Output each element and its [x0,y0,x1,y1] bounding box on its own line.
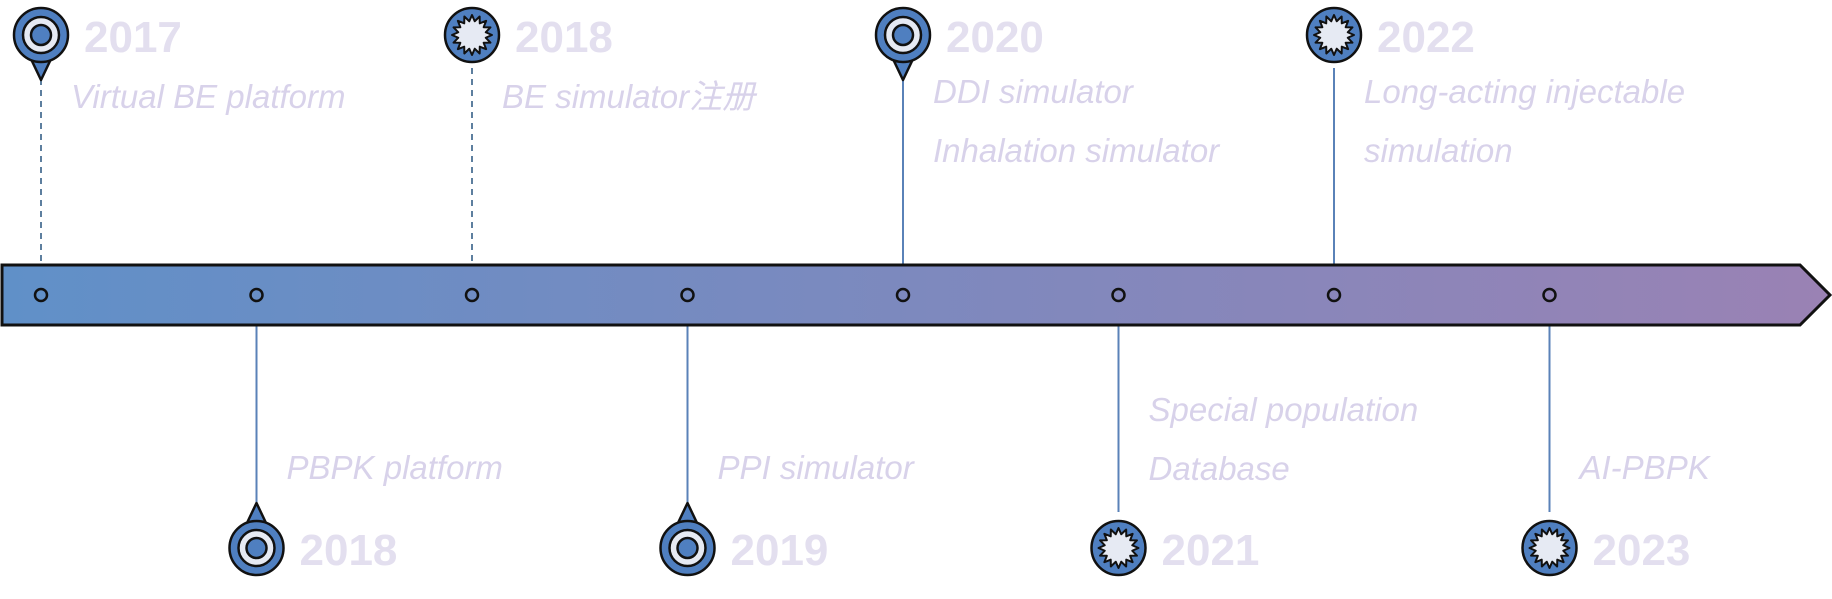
pin-ring-icon [14,8,68,80]
event-year-1: 2018 [300,526,398,575]
event-year-6: 2022 [1377,13,1475,62]
event-label-2-0: BE simulator注册 [502,78,758,115]
pin-ring-icon [230,503,284,575]
pin-ring-icon [876,8,930,80]
badge-star-icon [445,8,499,62]
event-year-7: 2023 [1593,526,1691,575]
event-label-0-0: Virtual BE platform [71,78,346,115]
badge-star-icon [1307,8,1361,62]
event-label-6-0: Long-acting injectable [1364,73,1685,110]
event-label-7-0: AI-PBPK [1578,449,1712,486]
event-year-2: 2018 [515,13,613,62]
event-label-5-0: Special population [1149,391,1419,428]
event-label-6-1: simulation [1364,132,1513,169]
event-year-4: 2020 [946,13,1044,62]
event-label-3-0: PPI simulator [718,449,916,486]
event-label-4-1: Inhalation simulator [933,132,1221,169]
badge-star-icon [1523,521,1577,575]
event-year-5: 2021 [1162,526,1260,575]
event-year-0: 2017 [84,13,182,62]
event-label-4-0: DDI simulator [933,73,1135,110]
event-year-3: 2019 [731,526,829,575]
event-label-1-0: PBPK platform [287,449,503,486]
badge-star-icon [1092,521,1146,575]
pin-ring-icon [661,503,715,575]
event-label-5-1: Database [1149,450,1290,487]
